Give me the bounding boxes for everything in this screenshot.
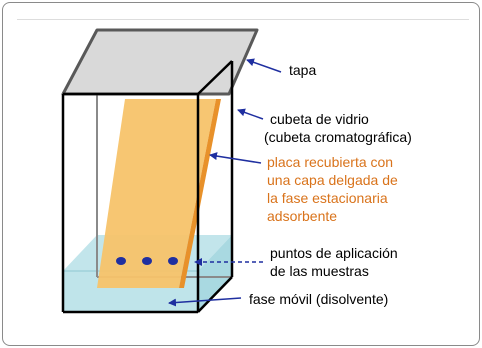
tlc-plate: [97, 99, 221, 288]
tank-front-edges: [61, 60, 234, 314]
mobile-phase-label: fase móvil (disolvente): [249, 291, 388, 307]
sample-spots: [116, 257, 178, 265]
tank-label-line2: (cubeta cromatográfica): [264, 129, 412, 145]
sample-spot: [168, 257, 178, 265]
pointer-arrows: [168, 58, 282, 307]
plate-label-line3: la fase estacionaria: [267, 190, 388, 206]
mobile-phase-arrow: [168, 297, 242, 307]
plate-label-line1: placa recubierta con: [267, 154, 393, 170]
sample-spot: [142, 257, 152, 265]
lid-label: tapa: [289, 62, 316, 78]
top-divider: [17, 19, 469, 20]
points-label-line1: puntos de aplicación: [270, 245, 398, 261]
lid-arrow: [246, 58, 282, 73]
tank-arrow: [237, 108, 264, 120]
tank-lid: [61, 28, 259, 96]
plate-label-line4: adsorbente: [267, 208, 337, 224]
tlc-chamber-diagram: tapa cubeta de vidrio (cubeta cromatográ…: [61, 28, 412, 314]
sample-spot: [116, 257, 126, 265]
tank-label-line1: cubeta de vidrio: [270, 111, 369, 127]
points-label-line2: de las muestras: [270, 263, 369, 279]
plate-label-line2: una capa delgada de: [267, 172, 398, 188]
plate-arrow: [209, 152, 262, 164]
